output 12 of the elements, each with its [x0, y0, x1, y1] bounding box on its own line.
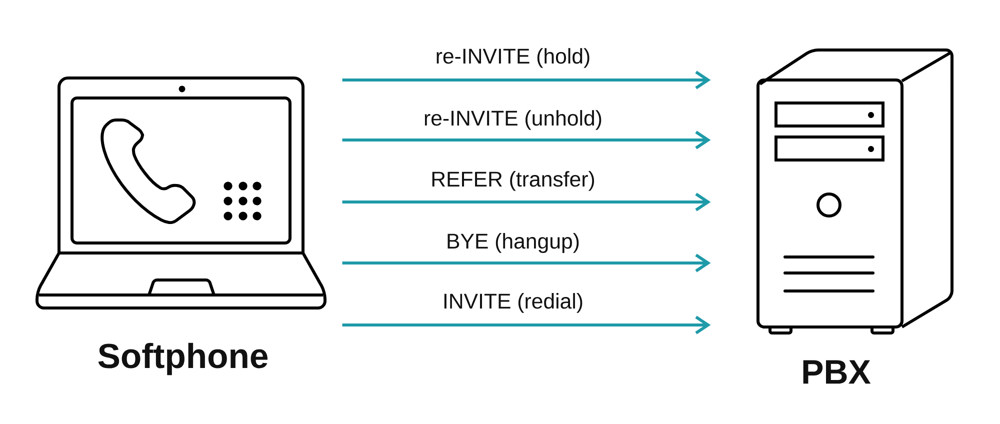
- edge-label: re-INVITE (hold): [436, 48, 590, 68]
- arrow: [342, 316, 711, 334]
- arrow: [342, 254, 711, 272]
- node-label: PBX: [803, 360, 871, 384]
- arrow: [342, 130, 711, 150]
- edge-label: INVITE (redial): [444, 293, 582, 313]
- node-label: Softphone: [98, 342, 268, 376]
- arrow: [342, 192, 711, 212]
- arrow: [342, 70, 711, 90]
- edge-label: REFER (transfer): [432, 171, 594, 191]
- edge-label: BYE (hangup): [448, 233, 579, 253]
- edge-label: re-INVITE (unhold): [424, 110, 602, 130]
